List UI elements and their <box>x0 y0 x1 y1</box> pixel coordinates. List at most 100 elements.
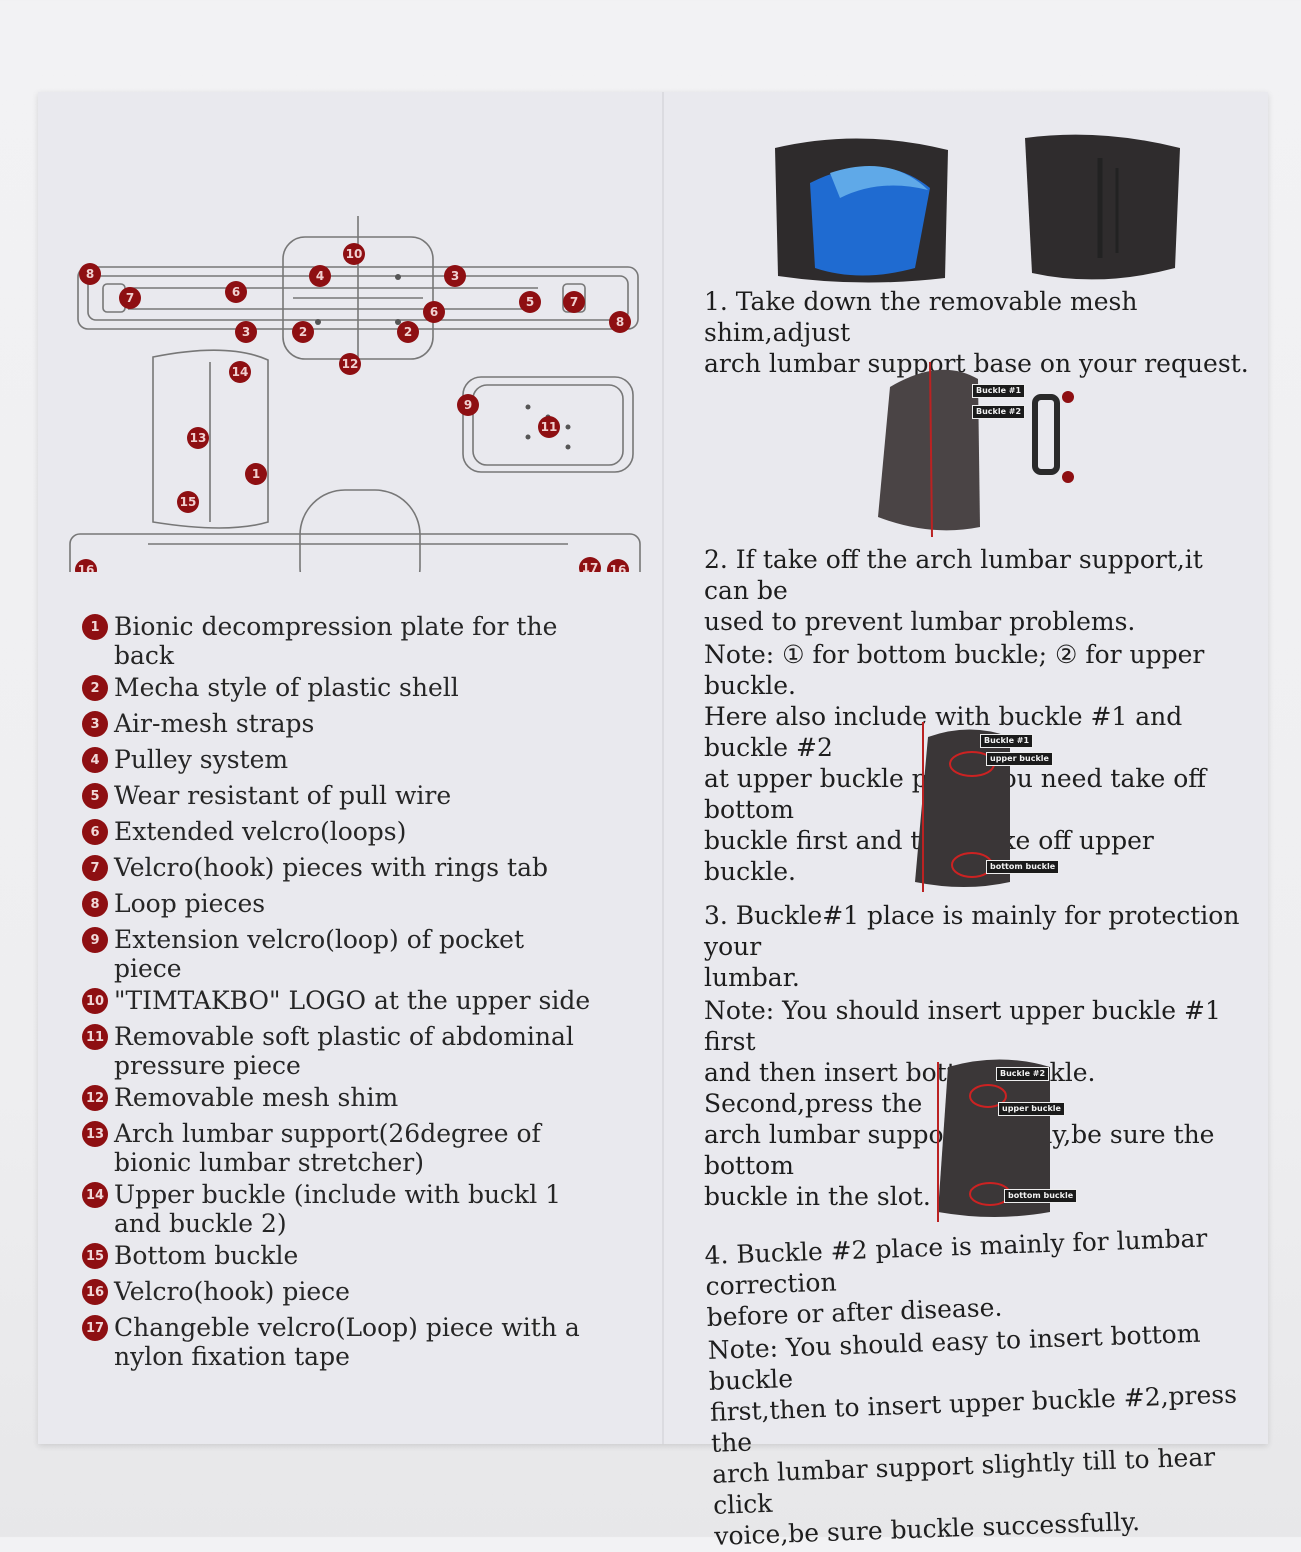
legend-number: 1 <box>82 614 108 640</box>
svg-text:1: 1 <box>252 467 260 481</box>
right-panel: 1. Take down the removable mesh shim,adj… <box>664 92 1268 1551</box>
marker-15: 15 <box>177 491 199 513</box>
upper-buckle-tag: upper buckle <box>986 752 1053 766</box>
step-1: 1. Take down the removable mesh shim,adj… <box>704 286 1249 379</box>
svg-text:7: 7 <box>570 295 578 309</box>
svg-text:14: 14 <box>232 365 249 379</box>
step-4-note: Note: You should easy to insert bottom b… <box>707 1318 1238 1551</box>
step-2-note: Note: ① for bottom buckle; ② for upper b… <box>704 640 1207 886</box>
marker-9: 9 <box>457 394 479 416</box>
bottom-buckle-tag: bottom buckle <box>1004 1189 1078 1203</box>
svg-text:2: 2 <box>299 325 307 339</box>
marker-7-right: 7 <box>563 291 585 313</box>
marker-7-left: 7 <box>119 287 141 309</box>
svg-text:17: 17 <box>582 561 599 572</box>
legend-number: 7 <box>82 855 108 881</box>
svg-text:6: 6 <box>232 285 240 299</box>
marker-5: 5 <box>519 291 541 313</box>
marker-3-right: 3 <box>444 265 466 287</box>
step-1-text: 1. Take down the removable mesh shim,adj… <box>704 287 1249 378</box>
legend-text: "TIMTAKBO" LOGO at the upper side <box>114 986 591 1015</box>
legend-text: Changeble velcro(Loop) piece with a nylo… <box>114 1313 580 1371</box>
marker-16-right: 16 <box>607 559 629 572</box>
svg-text:11: 11 <box>541 420 558 434</box>
legend-number: 11 <box>82 1024 108 1050</box>
svg-text:16: 16 <box>610 563 627 572</box>
svg-text:8: 8 <box>86 267 94 281</box>
legend-text: Extension velcro(loop) of pocket piece <box>114 925 524 983</box>
svg-text:12: 12 <box>342 357 359 371</box>
svg-text:9: 9 <box>464 398 472 412</box>
buckle-1-tag: Buckle #1 <box>980 734 1034 748</box>
legend-text: Upper buckle (include with buckl 1 and b… <box>114 1180 562 1238</box>
marker-12: 12 <box>339 353 361 375</box>
fold-line <box>662 92 664 1444</box>
step-2-text: 2. If take off the arch lumbar support,i… <box>704 545 1203 636</box>
marker-14: 14 <box>229 361 251 383</box>
legend-text: Velcro(hook) piece <box>114 1277 350 1306</box>
buckle-2-tag: Buckle #2 <box>972 405 1026 419</box>
marker-10: 10 <box>343 243 365 265</box>
mesh-shim-photos <box>775 134 1180 283</box>
legend-text: Loop pieces <box>114 889 266 918</box>
legend-number: 8 <box>82 891 108 917</box>
marker-16-left: 16 <box>75 559 97 572</box>
legend-text: Arch lumbar support(26degree of bionic l… <box>114 1119 541 1177</box>
svg-text:6: 6 <box>430 305 438 319</box>
legend-number: 15 <box>82 1243 108 1269</box>
instruction-sheet <box>38 92 1268 1444</box>
arch-support-photo <box>878 361 1074 537</box>
svg-text:10: 10 <box>346 247 363 261</box>
legend-number: 9 <box>82 927 108 953</box>
legend-item: 10"TIMTAKBO" LOGO at the upper side <box>82 986 602 1015</box>
legend-number: 4 <box>82 747 108 773</box>
legend-number: 5 <box>82 783 108 809</box>
legend-number: 17 <box>82 1315 108 1341</box>
legend-number: 16 <box>82 1279 108 1305</box>
svg-text:8: 8 <box>616 315 624 329</box>
legend-text: Removable mesh shim <box>114 1083 399 1112</box>
svg-text:2: 2 <box>404 325 412 339</box>
legend-text: Air-mesh straps <box>114 709 315 738</box>
legend-number: 12 <box>82 1085 108 1111</box>
marker-11: 11 <box>538 416 560 438</box>
marker-1: 1 <box>245 463 267 485</box>
bottom-buckle-tag: bottom buckle <box>986 860 1060 874</box>
marker-2-right: 2 <box>397 321 419 343</box>
svg-text:13: 13 <box>190 431 207 445</box>
legend-text: Removable soft plastic of abdominal pres… <box>114 1022 574 1080</box>
legend-number: 13 <box>82 1121 108 1147</box>
upper-buckle-tag: upper buckle <box>998 1102 1065 1116</box>
legend-text: Mecha style of plastic shell <box>114 673 459 702</box>
marker-2-left: 2 <box>292 321 314 343</box>
left-panel: 8 7 6 3 10 4 2 2 3 6 12 5 7 8 14 9 11 13… <box>38 92 662 1444</box>
step-3: 3. Buckle#1 place is mainly for protecti… <box>704 900 1249 1212</box>
step-3-text: 3. Buckle#1 place is mainly for protecti… <box>704 901 1240 992</box>
legend-text: Velcro(hook) pieces with rings tab <box>114 853 548 882</box>
legend-text: Wear resistant of pull wire <box>114 781 452 810</box>
marker-3-left: 3 <box>235 321 257 343</box>
svg-text:16: 16 <box>78 563 95 572</box>
svg-text:3: 3 <box>242 325 250 339</box>
marker-6-right: 6 <box>423 301 445 323</box>
legend-text: Pulley system <box>114 745 289 774</box>
marker-17: 17 <box>579 557 601 572</box>
step-2: 2. If take off the arch lumbar support,i… <box>704 544 1249 887</box>
product-line-diagram: 8 7 6 3 10 4 2 2 3 6 12 5 7 8 14 9 11 13… <box>69 216 641 572</box>
